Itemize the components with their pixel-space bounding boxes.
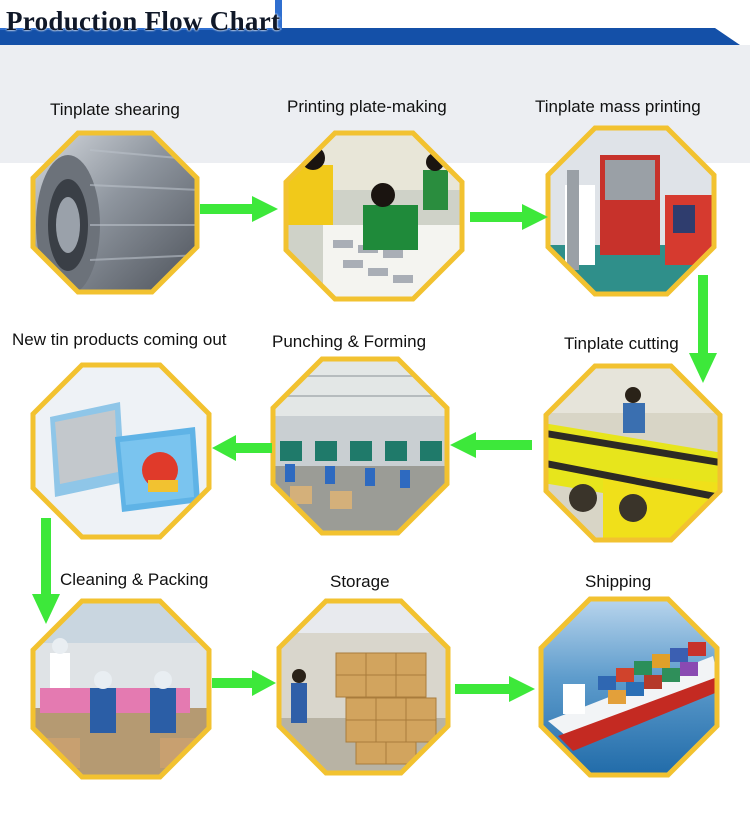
step-label-9: Shipping [585, 572, 651, 592]
arrow-right-2 [470, 204, 548, 230]
step-photo-new-tin-products [30, 362, 212, 540]
step-label-4: Tinplate cutting [564, 334, 679, 354]
arrow-down-1 [689, 275, 717, 383]
page-title: Production Flow Chart [6, 6, 280, 37]
step-photo-tinplate-shearing [30, 130, 200, 295]
arrow-right-1 [200, 196, 278, 222]
step-photo-shipping [538, 596, 720, 778]
step-label-7: Cleaning & Packing [60, 570, 208, 590]
step-photo-cleaning-packing [30, 598, 212, 780]
step-label-5: Punching & Forming [272, 332, 426, 352]
step-label-8: Storage [330, 572, 390, 592]
step-photo-tinplate-mass-printing [545, 125, 717, 297]
step-photo-printing-plate-making [283, 130, 465, 302]
step-label-3: Tinplate mass printing [535, 97, 701, 117]
step-photo-tinplate-cutting [543, 363, 723, 543]
arrow-right-4 [455, 676, 535, 702]
step-label-1: Tinplate shearing [50, 100, 180, 120]
step-photo-storage [276, 598, 451, 776]
arrow-left-2 [212, 435, 272, 461]
arrow-down-2 [32, 518, 60, 624]
step-photo-punching-forming [270, 356, 450, 536]
arrow-right-3 [212, 670, 276, 696]
step-label-6: New tin products coming out [12, 330, 227, 350]
arrow-left-1 [450, 432, 532, 458]
step-label-2: Printing plate-making [287, 97, 447, 117]
